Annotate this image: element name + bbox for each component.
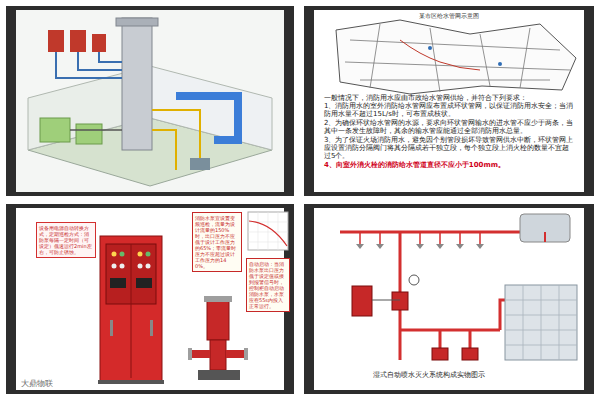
slide-ground <box>16 10 584 390</box>
pump-room-illustration-part <box>176 96 238 140</box>
water-network-map <box>336 20 576 94</box>
pump-room-illustration-part <box>116 18 158 26</box>
figure-caption: 湿式自动喷水灭火系统构成实物图示 <box>372 372 486 380</box>
pump-room-illustration-part <box>92 34 106 52</box>
water-network-map-part <box>428 46 432 50</box>
note-box: 设备用电源自动转换方式，定期巡检方式：消防泵每隔一定时间（可设定）低速运行2mi… <box>36 222 96 258</box>
fire-pump-part <box>204 296 232 302</box>
sprinkler-system-illustration-part <box>352 286 372 316</box>
fire-pump-part <box>210 340 226 370</box>
water-network-map-part <box>400 40 480 70</box>
slide-ground-part <box>314 10 584 192</box>
fire-pump-part <box>207 300 229 340</box>
quadrant-frame-part <box>304 204 594 394</box>
pump-room-illustration-part <box>70 129 122 131</box>
fire-pump-control-cabinet-part <box>100 236 162 382</box>
water-network-map-part <box>498 62 502 66</box>
pump-room-illustration-part <box>150 66 272 150</box>
pump-room-illustration <box>28 18 272 186</box>
fire-pump-control-cabinet-part <box>138 264 143 269</box>
pump-curve-chart-part <box>248 212 288 250</box>
quadrant-frame-part <box>6 6 294 196</box>
pump-room-illustration-part <box>76 124 102 144</box>
note-box: 消防水泵宜设置变频巡检，流量为设计流量的150%时，出口压力不应低于设计工作压力… <box>192 212 242 272</box>
sprinkler-system-illustration-part <box>356 244 364 249</box>
water-network-map-part <box>345 40 570 80</box>
pump-room-illustration-part <box>56 52 122 78</box>
sprinkler-system-illustration-part <box>340 232 520 360</box>
fire-pump-control-cabinet-part <box>136 278 152 288</box>
note-box: 自动启动：当消防水泵出口压力低于设定值或接到报警信号时，控制柜自动启动消防水泵，… <box>246 258 290 312</box>
pump-curve-chart-part <box>248 212 288 250</box>
sprinkler-system-illustration-part <box>392 292 408 310</box>
quadrant-frame-part <box>6 204 294 394</box>
requirement-text: 一般情况下，消防用水应由市政给水管网供给，并符合下列要求： <box>324 94 574 102</box>
note-text: 消防水泵宜设置变频巡检，流量为设计流量的150%时，出口压力不应低于设计工作压力… <box>195 215 239 269</box>
fire-pump-control-cabinet-part <box>112 252 117 257</box>
fire-pump-control-cabinet-part <box>120 252 125 257</box>
sprinkler-system-illustration-part <box>360 232 480 244</box>
requirement-text: 3、为了保证火场消防用水，避免因个别管段损坏导致管网供水中断，环状管网上应设置消… <box>324 136 574 161</box>
quadrant-frame-part <box>304 6 594 196</box>
pump-room-illustration-part <box>48 30 64 52</box>
sprinkler-system-illustration-part <box>505 285 577 360</box>
sprinkler-system-illustration-part <box>416 244 424 249</box>
quadrant-frame <box>6 6 594 394</box>
water-network-map-part <box>336 20 576 94</box>
key-requirement: 4、向室外消火栓的消防给水管道直径不应小于100mm。 <box>324 161 574 169</box>
sprinkler-system-illustration-part <box>462 348 478 360</box>
pump-curve-chart-part <box>249 221 287 246</box>
note-text: 设备用电源自动转换方式，定期巡检方式：消防泵每隔一定时间（可设定）低速运行2mi… <box>39 225 93 255</box>
sprinkler-system-illustration-part <box>476 244 484 249</box>
sprinkler-system-illustration-part <box>520 214 570 242</box>
watermark: 大鼎物联 <box>20 379 54 389</box>
fire-pump-part <box>198 370 240 380</box>
sprinkler-system-illustration-part <box>436 244 444 249</box>
slide-text-panel: 某市区给水管网示意图一般情况下，消防用水应由市政给水管网供给，并符合下列要求：1… <box>314 10 584 192</box>
fire-pump-control-cabinet-part <box>110 278 126 288</box>
fire-pump-control-cabinet-part <box>98 380 164 384</box>
sprinkler-system-illustration-part <box>376 244 384 249</box>
fire-pump-control-cabinet-part <box>138 252 143 257</box>
pump-room-illustration-part <box>122 18 152 150</box>
fire-pump-control-cabinet <box>98 236 164 384</box>
sprinkler-system-illustration-part <box>505 285 577 360</box>
fire-pump-control-cabinet-part <box>110 320 113 336</box>
pump-room-illustration-part <box>190 158 210 170</box>
sprinkler-system-illustration-part <box>372 300 400 301</box>
fire-pump-part <box>226 350 246 358</box>
fire-pump-control-cabinet-part <box>146 264 151 269</box>
fire-pump-control-cabinet-part <box>120 264 125 269</box>
sprinkler-system-illustration <box>340 214 577 360</box>
fire-pump-control-cabinet-part <box>146 252 151 257</box>
water-network-map-part <box>370 24 530 92</box>
fire-pump <box>188 296 248 380</box>
pump-room-illustration-part <box>40 118 70 142</box>
sprinkler-system-illustration-part <box>409 275 419 285</box>
slide-ground-part <box>16 10 284 192</box>
sprinkler-system-illustration-part <box>544 232 546 242</box>
slide-ground-part <box>16 208 284 390</box>
requirement-text: 1、消防用水的室外消防给水管网应布置成环状管网，以保证消防用水安全；当消防用水量… <box>324 102 574 119</box>
fire-pump-control-cabinet-part <box>131 244 132 378</box>
fire-pump-part <box>190 350 210 358</box>
note-text: 自动启动：当消防水泵出口压力低于设定值或接到报警信号时，控制柜自动启动消防水泵，… <box>249 261 287 309</box>
pump-curve-chart <box>248 212 288 250</box>
fire-pump-part <box>244 348 248 360</box>
fire-pump-control-cabinet-part <box>150 320 153 336</box>
fire-pump-control-cabinet-part <box>112 264 117 269</box>
sprinkler-system-illustration-part <box>432 348 448 360</box>
pump-room-illustration-part <box>70 30 86 52</box>
map-title: 某市区给水管网示意图 <box>324 13 574 20</box>
sprinkler-system-illustration-part <box>456 244 464 249</box>
slide-ground-part <box>314 208 584 390</box>
requirement-text: 2、为确保环状给水管网的水源，要求向环状管网输水的进水管不应少于两条，当其中一条… <box>324 119 574 136</box>
fire-pump-part <box>188 348 192 360</box>
